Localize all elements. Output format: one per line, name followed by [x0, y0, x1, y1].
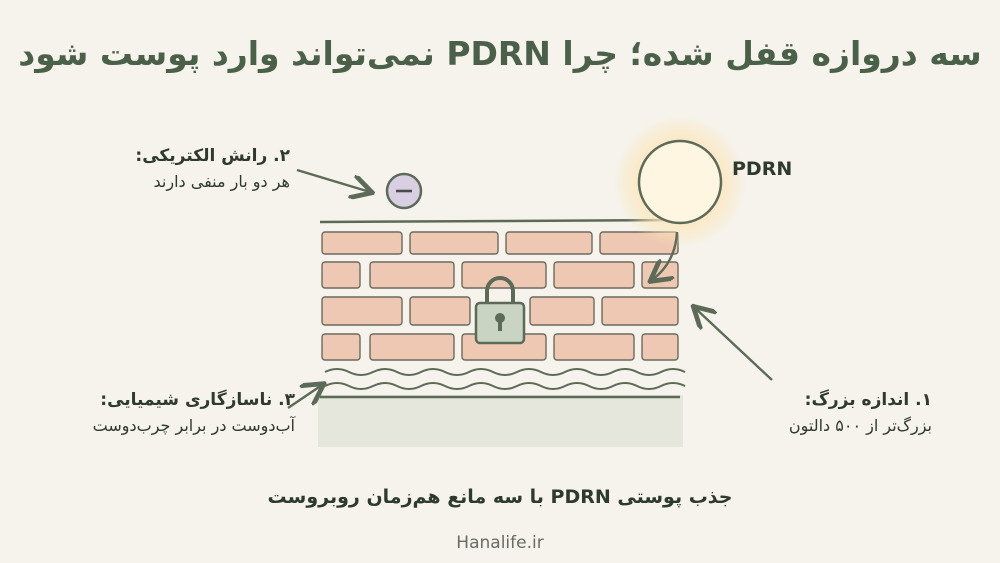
minus-circle-icon	[385, 172, 423, 210]
chemical-detail: آب‌دوست در برابر چرب‌دوست	[92, 416, 295, 435]
brick-layer	[321, 231, 679, 361]
skin-wall	[319, 218, 686, 399]
padlock-icon	[474, 276, 526, 345]
footer-site-link[interactable]: Hanalife.ir	[456, 533, 544, 553]
electric-detail: هر دو بار منفی دارند	[153, 172, 291, 191]
electric-heading: ۲. رانش الکتریکی:	[135, 146, 290, 166]
dermis-underlay	[318, 395, 683, 447]
lipid-wave-lines	[324, 368, 686, 390]
arrow-to-charge	[296, 168, 370, 192]
label-electric-repulsion: ۲. رانش الکتریکی: هر دو بار منفی دارند	[80, 146, 290, 191]
size-detail: بزرگ‌تر از ۵۰۰ دالتون	[788, 416, 932, 435]
label-chemical-incompatibility: ۳. ناسازگاری شیمیایی: آب‌دوست در برابر چ…	[30, 390, 295, 435]
size-heading: ۱. اندازه بزرگ:	[804, 390, 932, 410]
chemical-heading: ۳. ناسازگاری شیمیایی:	[100, 390, 295, 410]
arrow-from-molecule	[652, 231, 679, 280]
label-large-size: ۱. اندازه بزرگ: بزرگ‌تر از ۵۰۰ دالتون	[700, 390, 932, 435]
molecule-label: PDRN	[732, 158, 793, 180]
caption: جذب پوستی PDRN با سه مانع هم‌زمان روبروس…	[267, 486, 733, 508]
page-title: سه دروازه قفل شده؛ چرا PDRN نمی‌تواند وا…	[18, 34, 982, 73]
arrow-to-lipids	[287, 385, 322, 409]
arrow-to-size	[695, 308, 773, 381]
annotation-arrows	[287, 168, 773, 409]
pdrn-molecule-icon	[614, 116, 746, 248]
